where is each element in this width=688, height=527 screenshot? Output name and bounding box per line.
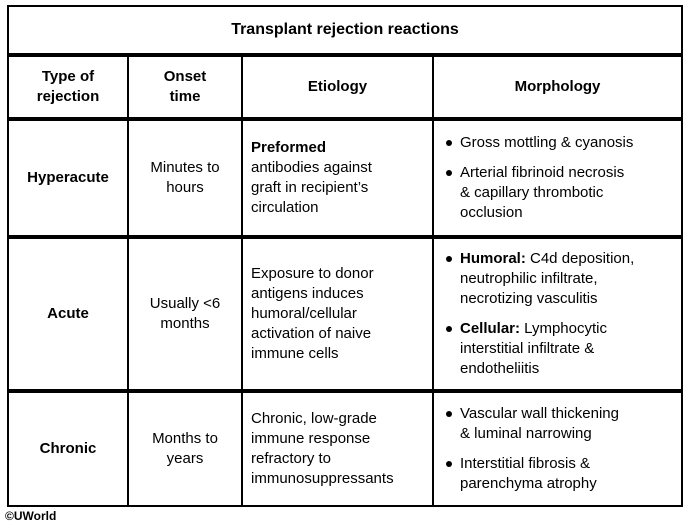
morphology-item-text: Interstitial fibrosis & parenchyma atrop…	[460, 454, 597, 494]
type-label: Hyperacute	[27, 169, 109, 186]
table-header-row: Type of rejection Onset time Etiology Mo…	[9, 53, 681, 117]
transplant-rejection-table: Transplant rejection reactions Type of r…	[7, 5, 683, 507]
cell-etiology-hyperacute: Preformed antibodies against graft in re…	[241, 121, 432, 235]
header-morphology: Morphology	[432, 57, 681, 117]
bullet-icon	[446, 170, 452, 176]
header-onset-time: Onset time	[127, 57, 241, 117]
morphology-bullet-item: Arterial fibrinoid necrosis & capillary …	[446, 163, 677, 223]
etiology-body: Exposure to donor antigens induces humor…	[251, 265, 374, 362]
cell-onset-hyperacute: Minutes to hours	[127, 121, 241, 235]
morphology-bullet-item: Interstitial fibrosis & parenchyma atrop…	[446, 454, 677, 494]
morphology-body: C4d deposition, neutrophilic infiltrate,…	[460, 250, 635, 307]
onset-value: Minutes to hours	[150, 159, 220, 196]
morphology-body: Arterial fibrinoid necrosis & capillary …	[460, 164, 625, 221]
morphology-bold-term: Humoral:	[460, 250, 526, 267]
morphology-bullet-item: Humoral: C4d deposition, neutrophilic in…	[446, 249, 677, 309]
header-etiology-label: Etiology	[307, 78, 368, 95]
etiology-body: Chronic, low-grade immune response refra…	[251, 410, 394, 487]
morphology-body: Gross mottling & cyanosis	[460, 134, 634, 151]
morphology-bold-term: Cellular:	[460, 320, 521, 337]
morphology-item-text: Arterial fibrinoid necrosis & capillary …	[460, 163, 624, 223]
etiology-text: Exposure to donor antigens induces humor…	[251, 264, 374, 364]
onset-value: Months to years	[152, 430, 218, 467]
cell-morphology-hyperacute: Gross mottling & cyanosis Arterial fibri…	[432, 121, 681, 235]
cell-type-acute: Acute	[9, 239, 127, 389]
bullet-icon	[446, 461, 452, 467]
type-label: Chronic	[39, 440, 97, 457]
cell-morphology-chronic: Vascular wall thickening & luminal narro…	[432, 393, 681, 505]
morphology-item-text: Cellular: Lymphocytic interstitial infil…	[460, 319, 607, 379]
morphology-body: Lymphocytic interstitial infiltrate & en…	[460, 320, 607, 377]
morphology-item-text: Vascular wall thickening & luminal narro…	[460, 404, 619, 444]
morphology-body: Interstitial fibrosis & parenchyma atrop…	[460, 455, 597, 492]
header-type-of-rejection: Type of rejection	[9, 57, 127, 117]
morphology-item-text: Gross mottling & cyanosis	[460, 133, 633, 153]
cell-onset-chronic: Months to years	[127, 393, 241, 505]
morphology-bullet-item: Cellular: Lymphocytic interstitial infil…	[446, 319, 677, 379]
cell-type-hyperacute: Hyperacute	[9, 121, 127, 235]
etiology-body: antibodies against graft in recipient’s …	[251, 159, 372, 216]
bullet-icon	[446, 140, 452, 146]
bullet-icon	[446, 256, 452, 262]
cell-type-chronic: Chronic	[9, 393, 127, 505]
etiology-bold-term: Preformed	[251, 139, 327, 156]
header-type-of-rejection-label: Type of rejection	[36, 68, 100, 105]
header-morphology-label: Morphology	[514, 78, 601, 95]
cell-etiology-chronic: Chronic, low-grade immune response refra…	[241, 393, 432, 505]
table-row-hyperacute: Hyperacute Minutes to hours Preformed an…	[9, 117, 681, 235]
morphology-bullet-item: Vascular wall thickening & luminal narro…	[446, 404, 677, 444]
cell-onset-acute: Usually <6 months	[127, 239, 241, 389]
etiology-text: Chronic, low-grade immune response refra…	[251, 409, 394, 489]
bullet-icon	[446, 326, 452, 332]
cell-morphology-acute: Humoral: C4d deposition, neutrophilic in…	[432, 239, 681, 389]
bullet-icon	[446, 411, 452, 417]
header-etiology: Etiology	[241, 57, 432, 117]
header-onset-time-label: Onset time	[163, 68, 207, 105]
etiology-text: Preformed antibodies against graft in re…	[251, 138, 372, 218]
table-title-text: Transplant rejection reactions	[231, 21, 459, 38]
uworld-credit: ©UWorld	[5, 509, 57, 523]
morphology-body: Vascular wall thickening & luminal narro…	[460, 405, 619, 442]
onset-value: Usually <6 months	[149, 295, 221, 332]
morphology-bullet-item: Gross mottling & cyanosis	[446, 133, 677, 153]
morphology-item-text: Humoral: C4d deposition, neutrophilic in…	[460, 249, 634, 309]
type-label: Acute	[47, 305, 89, 322]
table-row-acute: Acute Usually <6 months Exposure to dono…	[9, 235, 681, 389]
cell-etiology-acute: Exposure to donor antigens induces humor…	[241, 239, 432, 389]
table-title: Transplant rejection reactions	[9, 7, 681, 53]
table-row-chronic: Chronic Months to years Chronic, low-gra…	[9, 389, 681, 505]
